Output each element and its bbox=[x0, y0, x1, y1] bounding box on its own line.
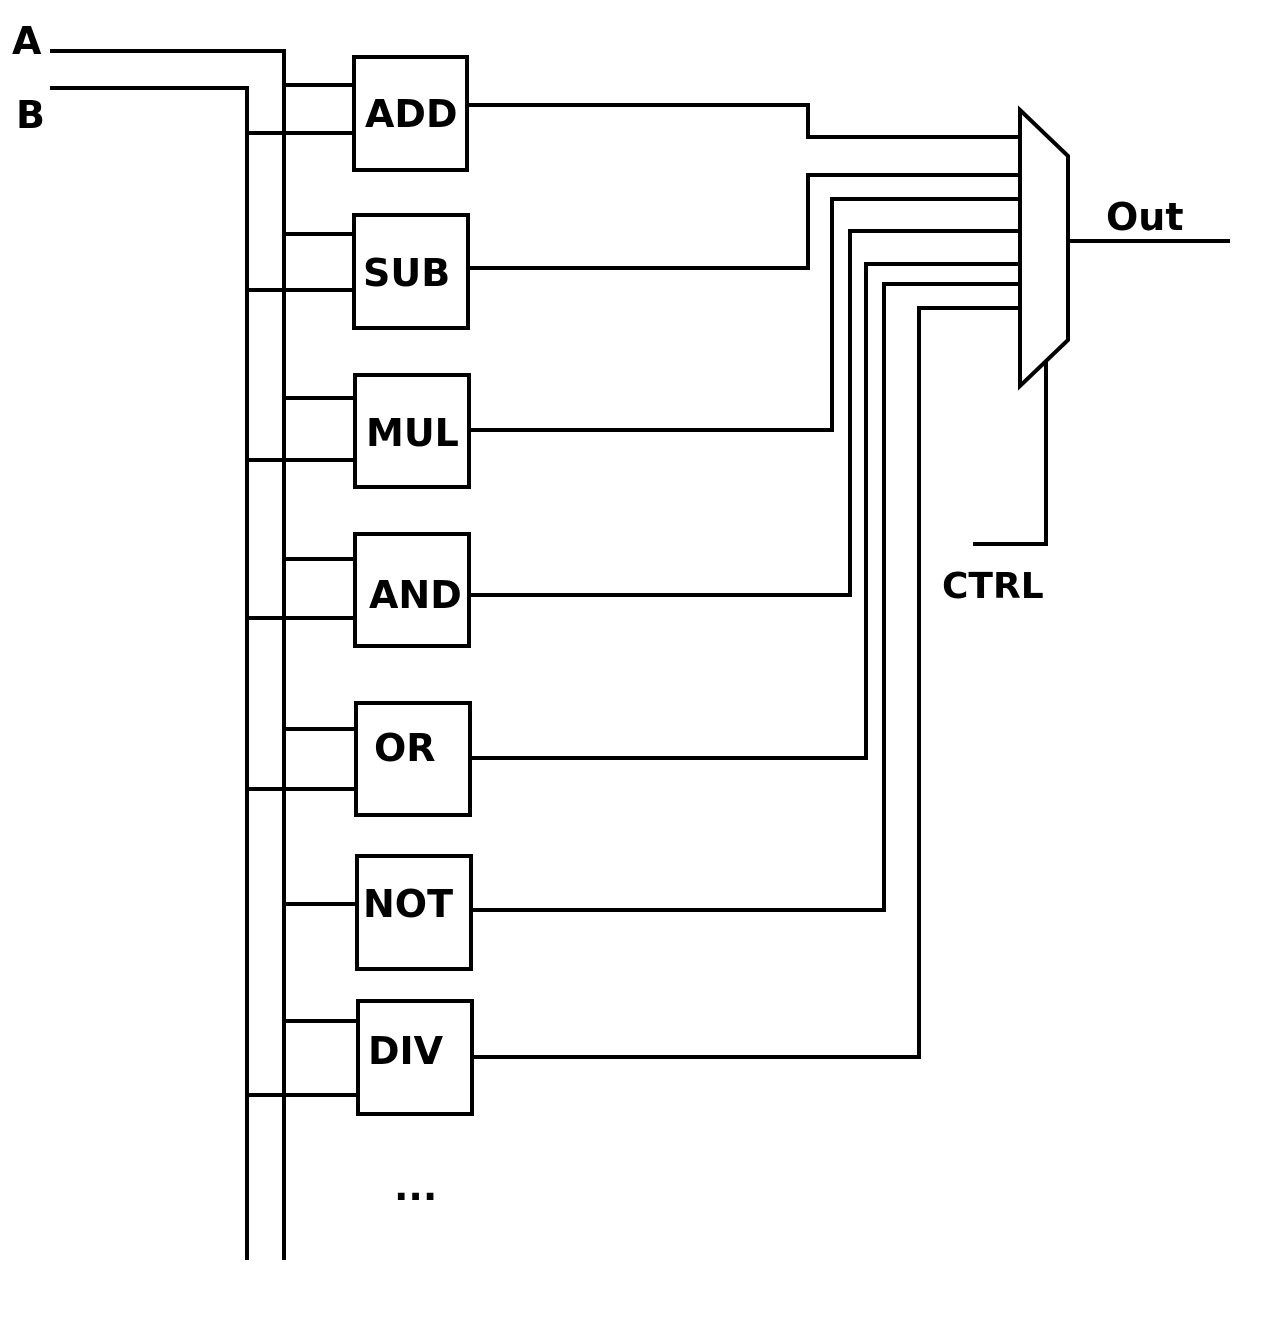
div-box bbox=[356, 999, 474, 1116]
unit-or: OR bbox=[245, 262, 1022, 817]
mul-output-wire bbox=[467, 197, 1022, 432]
control-label: CTRL bbox=[942, 566, 1044, 607]
and-label: AND bbox=[369, 573, 462, 617]
not-box bbox=[355, 854, 473, 971]
output-label: Out bbox=[1106, 195, 1184, 239]
control-wire bbox=[973, 362, 1048, 546]
input-b-label: B bbox=[16, 93, 45, 137]
add-output-wire bbox=[465, 103, 1022, 139]
mul-box bbox=[353, 373, 471, 489]
more-units-ellipsis: ... bbox=[394, 1165, 437, 1209]
div-label: DIV bbox=[368, 1029, 444, 1073]
add-box bbox=[352, 55, 469, 172]
bus-a bbox=[50, 49, 286, 1260]
unit-add: ADD bbox=[245, 55, 1022, 172]
unit-and: AND bbox=[245, 229, 1022, 648]
sub-output-wire bbox=[466, 173, 1022, 270]
sub-box bbox=[352, 213, 470, 330]
and-box bbox=[353, 532, 471, 648]
unit-mul: MUL bbox=[245, 197, 1022, 489]
or-label: OR bbox=[374, 726, 436, 770]
not-label: NOT bbox=[363, 882, 453, 926]
multiplexer bbox=[1018, 105, 1070, 391]
unit-div: DIV bbox=[245, 306, 1022, 1116]
sub-label: SUB bbox=[363, 251, 450, 295]
and-output-wire bbox=[467, 229, 1022, 597]
unit-not: NOT bbox=[282, 282, 1022, 971]
not-output-wire bbox=[469, 282, 1022, 912]
add-label: ADD bbox=[365, 92, 458, 136]
or-output-wire bbox=[468, 262, 1022, 760]
input-a-label: A bbox=[12, 19, 42, 63]
bus-b bbox=[50, 86, 249, 1260]
unit-sub: SUB bbox=[245, 173, 1022, 330]
div-output-wire bbox=[470, 306, 1022, 1059]
mul-label: MUL bbox=[366, 411, 459, 455]
